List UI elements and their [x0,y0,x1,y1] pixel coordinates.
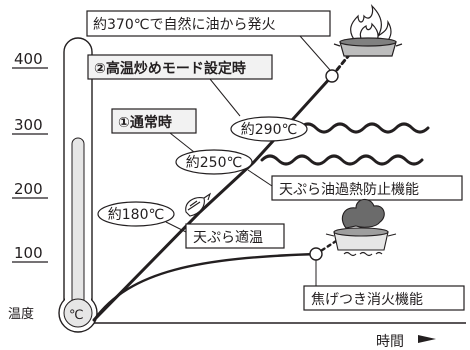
x-axis-label: 時間 [376,334,404,350]
overheat-leader [247,169,273,187]
wave-250 [260,154,424,166]
scorch-box [303,285,465,311]
point-180-label: 約180℃ [108,207,164,223]
optimal-label: 天ぷら適温 [193,229,263,246]
point-290-ellipse [230,116,308,142]
y-axis-label: 温度 [8,306,34,322]
optimal-leader [165,221,187,233]
tick-label-100: 100 [14,244,43,262]
tick-label-200: 200 [14,180,43,198]
optimal-box [185,223,285,249]
burning-pot-icon [333,4,403,57]
tick-label-300: 300 [14,116,43,134]
ignition-label-box [86,10,331,37]
point-250-label: 約250℃ [186,155,242,171]
wave-290 [298,122,430,134]
thermometer-icon [58,37,98,333]
mode-normal-label: ①通常時 [118,114,172,131]
point-290-label: 約290℃ [241,122,297,138]
mode-high-box [87,54,273,80]
mode-normal-box [111,108,197,134]
tempura-icon [185,192,212,217]
thermometer-unit: ℃ [69,308,84,323]
overheat-box [271,175,463,201]
mode-high-label: ②高温炒めモード設定時 [94,60,246,77]
ignition-leader [299,35,331,71]
smoking-pot-icon [325,198,397,257]
mode-normal-leader [169,132,195,153]
main-rise-curve [92,74,334,322]
overheat-label: 天ぷら油過熱防止機能 [279,182,419,198]
tick-label-400: 400 [14,50,43,68]
mode-high-leader [209,78,241,117]
low-rise-curve [92,252,318,322]
temperature-curves [92,42,430,322]
y-axis [12,67,48,263]
scorch-marker [309,247,323,261]
ignition-label: 約370℃で自然に油から発火 [93,16,275,33]
point-180-ellipse [97,201,175,227]
ignition-marker [325,69,339,83]
x-axis-arrow-icon [418,335,436,343]
point-250-ellipse [175,149,253,175]
scorch-label: 焦げつき消火機能 [311,292,423,308]
